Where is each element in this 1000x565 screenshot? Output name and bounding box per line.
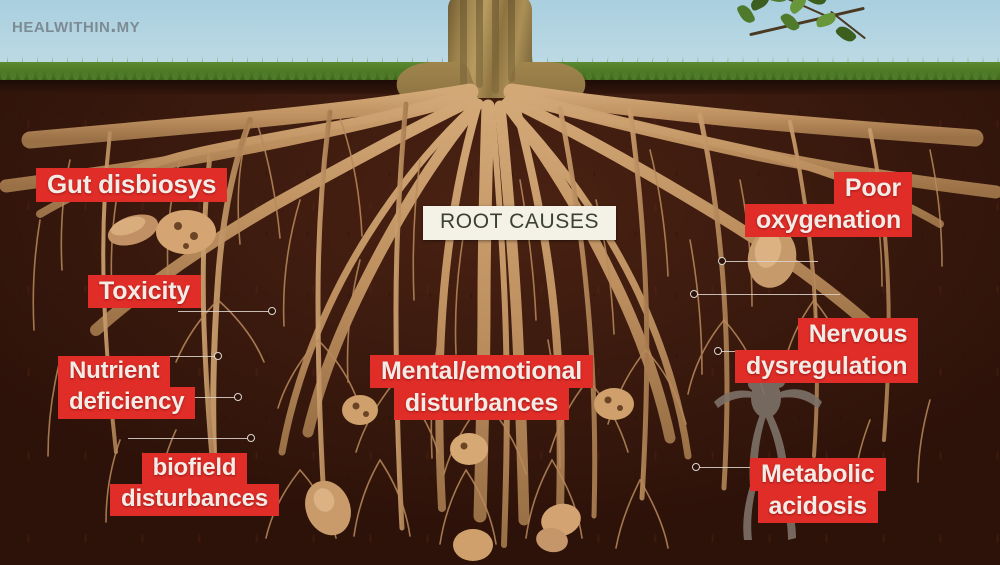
label-line: deficiency: [58, 386, 196, 419]
label-line: Poor: [833, 172, 913, 205]
label-nutrient-deficiency[interactable]: Nutrient deficiency: [58, 356, 196, 419]
label-poor-oxygenation[interactable]: Poor oxygenation: [745, 172, 913, 237]
connector-line-metabolic: [696, 467, 790, 468]
watermark: HealWithin.MY: [12, 14, 141, 37]
connector-dot-nutrient-2: [234, 393, 242, 401]
root-causes-title: ROOT CAUSES: [423, 206, 617, 240]
label-line: disturbances: [110, 483, 279, 516]
label-biofield-disturbances[interactable]: biofield disturbances: [110, 453, 279, 516]
connector-line-biofield: [128, 438, 253, 439]
label-line: dysregulation: [735, 350, 919, 383]
label-toxicity[interactable]: Toxicity: [88, 275, 202, 308]
label-metabolic-acidosis[interactable]: Metabolic acidosis: [750, 458, 886, 523]
label-nervous-dysregulation[interactable]: Nervous dysregulation: [735, 318, 919, 383]
tree-trunk: [388, 0, 594, 108]
label-line: Nutrient: [58, 356, 171, 388]
label-line: Nervous: [797, 318, 919, 351]
label-line: Gut disbiosys: [36, 168, 228, 203]
connector-line-nervous: [694, 294, 840, 295]
connector-dot-nervous-2: [714, 347, 722, 355]
connector-dot-metabolic: [692, 463, 700, 471]
connector-dot-biofield: [247, 434, 255, 442]
connector-dot-toxicity: [268, 307, 276, 315]
connector-line-nutrient: [152, 356, 220, 357]
label-gut-disbiosys[interactable]: Gut disbiosys: [36, 168, 228, 203]
label-line: disturbances: [393, 387, 570, 420]
connector-dot-nervous: [690, 290, 698, 298]
connector-line-poor-oxygenation: [722, 261, 818, 262]
connector-dot-nutrient: [214, 352, 222, 360]
connector-dot-poor-oxygenation: [718, 257, 726, 265]
connector-line-nutrient-2: [180, 397, 240, 398]
label-line: Toxicity: [88, 275, 202, 308]
label-line: oxygenation: [745, 204, 913, 237]
label-line: acidosis: [757, 490, 878, 523]
connector-line-toxicity: [178, 311, 272, 312]
label-mental-emotional-disturbances[interactable]: Mental/emotional disturbances: [370, 355, 593, 420]
label-line: Metabolic: [750, 458, 886, 491]
label-line: biofield: [141, 453, 248, 485]
label-line: Mental/emotional: [370, 355, 593, 388]
